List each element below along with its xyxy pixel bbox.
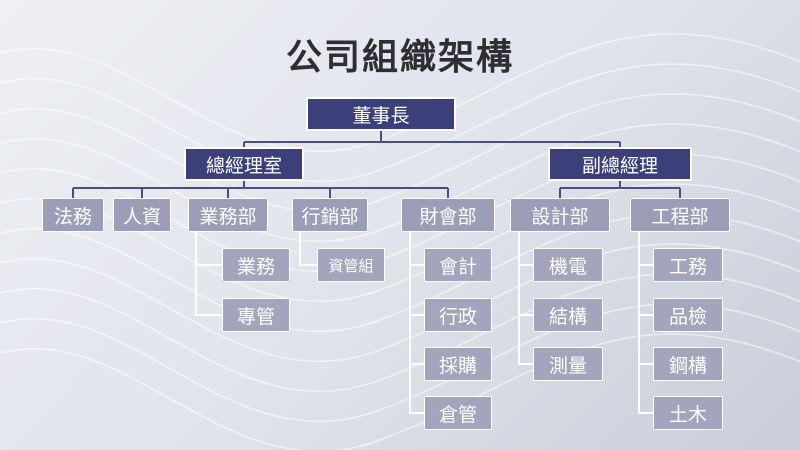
sub-unit-quality-check: 品檢 (653, 298, 723, 332)
sub-unit-project-mgmt: 專管 (222, 298, 290, 332)
hr-box: 人資 (113, 198, 171, 232)
sub-unit-structure: 結構 (533, 298, 603, 332)
marketing-dept-box: 行銷部 (292, 198, 368, 232)
sub-unit-mep: 機電 (533, 248, 603, 282)
sub-unit-survey: 測量 (533, 347, 603, 381)
deputy-general-manager-box: 副總經理 (548, 147, 692, 181)
sub-unit-site-works: 工務 (653, 248, 723, 282)
legal-box: 法務 (42, 198, 104, 232)
engineering-dept-box: 工程部 (630, 198, 730, 232)
finance-dept-box: 財會部 (401, 198, 495, 232)
sub-unit-sales: 業務 (222, 248, 290, 282)
sub-unit-purchasing: 採購 (424, 347, 492, 381)
sub-unit-accounting: 會計 (424, 248, 492, 282)
page-title: 公司組織架構 (285, 37, 514, 78)
sub-unit-civil-works: 土木 (653, 396, 723, 430)
sales-dept-box: 業務部 (188, 198, 268, 232)
sub-unit-admin: 行政 (424, 298, 492, 332)
sub-unit-warehouse: 倉管 (424, 396, 492, 430)
sub-unit-steel-structure: 鋼構 (653, 347, 723, 381)
general-manager-office-box: 總經理室 (184, 147, 304, 181)
chairman-box: 董事長 (306, 97, 456, 131)
sub-unit-info-mgmt: 資管組 (317, 248, 385, 282)
design-dept-box: 設計部 (510, 198, 610, 232)
